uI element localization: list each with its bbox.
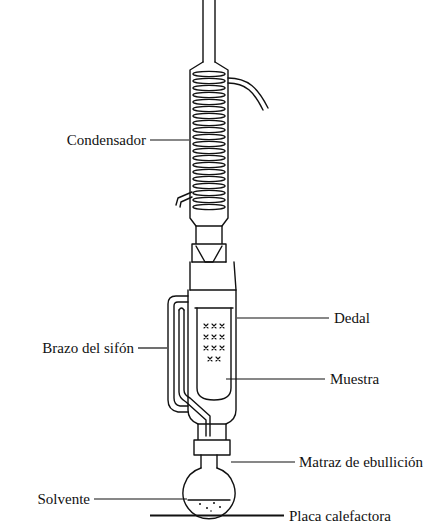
part-label: Dedal	[334, 309, 370, 327]
water-hose	[228, 83, 263, 110]
sample-mark	[204, 346, 208, 350]
boiling-flask	[183, 468, 235, 519]
part-label: Brazo del sifón	[42, 339, 134, 357]
part-label: Matraz de ebullición	[299, 453, 423, 471]
leader-lines	[94, 140, 329, 499]
water-hose	[228, 78, 268, 108]
joint-cone	[196, 246, 222, 262]
coil-winding	[193, 190, 225, 195]
coil-winding	[193, 113, 225, 118]
part-label: Placa calefactora	[289, 507, 391, 525]
condenser-jacket	[190, 62, 228, 226]
coil-winding	[193, 106, 225, 111]
extractor-body	[188, 290, 236, 424]
leader-line	[138, 347, 167, 348]
solvent-level	[188, 499, 230, 500]
coil-winding	[193, 127, 225, 132]
sample-mark	[212, 335, 216, 339]
coil-winding	[193, 148, 225, 153]
leader-line	[231, 461, 295, 462]
water-outlet	[176, 192, 192, 207]
flask-neck	[201, 455, 217, 468]
coil-winding	[193, 120, 225, 125]
coil-winding	[193, 183, 225, 188]
bubble	[219, 506, 221, 508]
coil-winding	[193, 197, 225, 202]
thimble	[197, 308, 231, 400]
extractor-neck	[190, 262, 236, 290]
coil-winding	[193, 155, 225, 160]
top-tube	[203, 0, 215, 62]
part-label: Solvente	[38, 490, 91, 508]
leader-line	[150, 139, 189, 140]
coil-winding	[193, 85, 225, 90]
sample-mark	[204, 335, 208, 339]
sample-mark	[220, 335, 224, 339]
leader-line	[94, 498, 187, 499]
siphon-tube	[179, 308, 184, 310]
sample-mark	[216, 357, 220, 361]
siphon-arm	[174, 302, 188, 406]
bubble	[199, 503, 201, 505]
coil-winding	[193, 162, 225, 167]
coil-winding	[193, 99, 225, 104]
coil-winding	[193, 78, 225, 83]
bubble	[206, 507, 208, 509]
sample-mark	[208, 357, 212, 361]
coil-winding	[193, 176, 225, 181]
sample-mark	[220, 324, 224, 328]
part-label: Condensador	[67, 131, 146, 149]
coil-winding	[193, 134, 225, 139]
leader-line	[237, 317, 329, 318]
thimble-rim	[195, 307, 233, 308]
siphon-tube	[179, 310, 206, 436]
coil-winding	[193, 141, 225, 146]
sample-mark	[220, 346, 224, 350]
sample-mark	[212, 346, 216, 350]
leader-line	[226, 378, 325, 379]
coil-winding	[193, 204, 225, 209]
coil-winding	[193, 92, 225, 97]
bubble	[210, 510, 212, 512]
condenser-coil	[193, 71, 225, 209]
coil-winding	[193, 71, 225, 76]
sample-mark	[212, 324, 216, 328]
coil-winding	[193, 169, 225, 174]
part-label: Muestra	[330, 370, 379, 388]
bubble	[213, 502, 215, 504]
ground-joint	[192, 226, 226, 262]
heating-plate	[150, 514, 284, 516]
sample-mark	[204, 324, 208, 328]
solvent-bubbles	[199, 502, 221, 512]
lower-joint	[194, 424, 230, 455]
sample-marks	[204, 324, 224, 361]
